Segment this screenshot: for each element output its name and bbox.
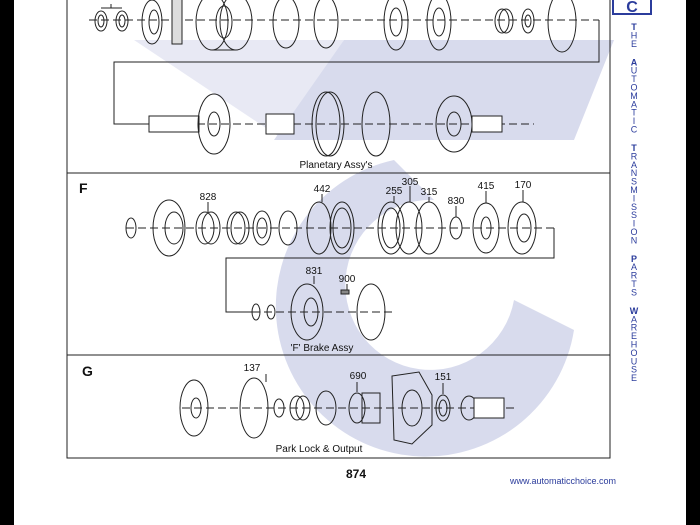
f-brake-caption: 'F' Brake Assy [291,343,354,354]
website-link[interactable]: www.automaticchoice.com [509,476,616,486]
page-number: 874 [346,467,366,481]
section-top-parts [89,0,600,157]
section-g-parts [179,371,514,445]
planetary-caption: Planetary Assy's [299,160,372,171]
part-number: 831 [306,266,323,277]
part-number: 690 [350,371,367,382]
part-number: 151 [435,372,452,383]
part-number: 900 [339,274,356,285]
part-number: 315 [421,187,438,198]
part-number: 137 [244,363,261,374]
part-number: 255 [386,186,403,197]
part-number: 305 [402,177,419,188]
section-g-frame [66,354,611,459]
part-number: 830 [448,196,465,207]
brand-logo: C [612,0,652,16]
part-number: 415 [478,181,495,192]
part-number: 442 [314,184,331,195]
part-number: 170 [515,180,532,191]
park-lock-caption: Park Lock & Output [276,444,363,455]
section-f-part-numbers: 828 442 255 305 315 830 415 170 831 900 [200,177,532,285]
section-f-parts [125,186,555,341]
section-g-part-numbers: 137 690 151 [244,363,452,383]
logo-letter: C [626,0,638,16]
section-g-letter: G [82,363,93,379]
section-f-letter: F [79,180,88,196]
part-number: 828 [200,192,217,203]
